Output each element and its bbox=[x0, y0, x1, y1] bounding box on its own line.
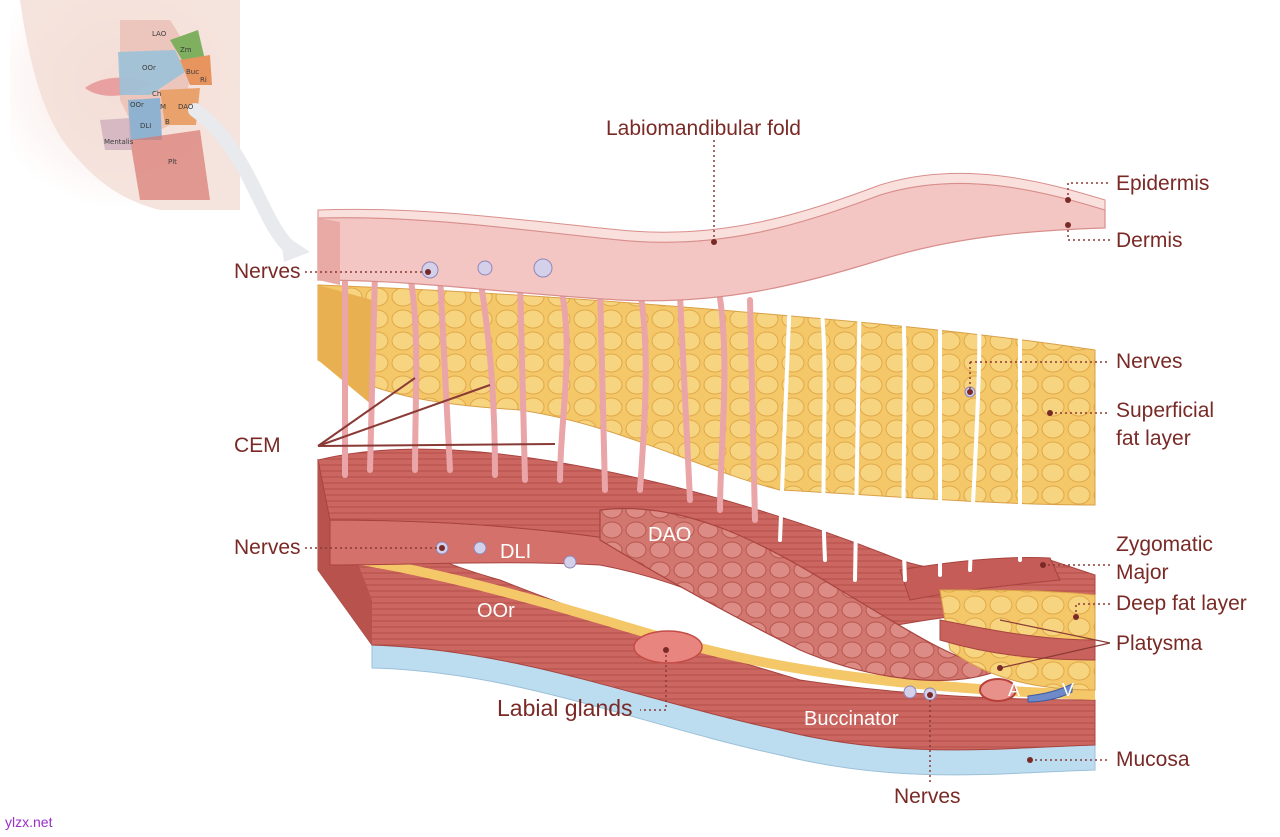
inner-label-artery: A bbox=[1008, 680, 1021, 700]
leader-lines bbox=[305, 140, 1110, 785]
leader-dots bbox=[425, 197, 1079, 763]
inset-buc-region bbox=[180, 55, 212, 85]
inset-label-dao: DAO bbox=[178, 103, 194, 111]
inset-mentalis-region bbox=[100, 118, 132, 150]
inset-label-b: B bbox=[165, 118, 170, 126]
cem-leaders bbox=[317, 377, 556, 447]
inset-dao-region bbox=[160, 88, 200, 125]
inset-label-lao: LAO bbox=[152, 30, 167, 38]
inset-arrow bbox=[188, 103, 297, 255]
label-zygomatic-line2: Major bbox=[1116, 561, 1169, 584]
inner-label-dao: DAO bbox=[648, 524, 692, 546]
inset-label-mentalis: Mentalis bbox=[104, 138, 134, 146]
label-cem: CEM bbox=[234, 434, 281, 457]
cem-fibers bbox=[342, 267, 758, 523]
inner-label-dli: DLI bbox=[500, 541, 532, 563]
label-zygomatic-line1: Zygomatic bbox=[1116, 533, 1213, 556]
label-nerves-right: Nerves bbox=[1116, 350, 1183, 373]
inset-plt-region bbox=[130, 130, 210, 200]
inset-zm-region bbox=[170, 30, 205, 65]
label-superficial-fat-line2: fat layer bbox=[1116, 427, 1191, 450]
label-platysma: Platysma bbox=[1116, 632, 1203, 655]
inner-label-vein: V bbox=[1062, 680, 1075, 700]
inset-label-plt: Plt bbox=[168, 158, 177, 166]
labial-glands bbox=[633, 630, 703, 664]
inset-label-oor-upper: OOr bbox=[142, 64, 156, 72]
label-mucosa: Mucosa bbox=[1116, 748, 1190, 771]
label-labiomandibular-fold: Labiomandibular fold bbox=[606, 117, 801, 140]
inset-face bbox=[10, 0, 240, 210]
oor-muscle-block bbox=[317, 458, 1096, 751]
inset-label-oor-lower: OOr bbox=[130, 101, 144, 109]
vein-vessel bbox=[1027, 683, 1073, 703]
label-labial-glands: Labial glands bbox=[497, 695, 633, 721]
label-nerves-mid-left: Nerves bbox=[234, 536, 301, 559]
label-deep-fat-layer: Deep fat layer bbox=[1116, 592, 1247, 615]
inset-label-ch: Ch bbox=[152, 90, 162, 98]
platysma-leaders bbox=[999, 619, 1111, 669]
superficial-fat-layer bbox=[317, 284, 1096, 506]
inner-label-buccinator: Buccinator bbox=[804, 708, 899, 730]
label-superficial-fat-line1: Superficial bbox=[1116, 399, 1215, 422]
nerve-bundles-dermis bbox=[421, 258, 976, 398]
artery-vessel bbox=[979, 678, 1017, 702]
inset-label-dli: DLI bbox=[140, 122, 152, 130]
deep-fat-strip bbox=[330, 550, 1095, 700]
platysma-muscle bbox=[939, 619, 1096, 661]
inner-label-oor: OOr bbox=[477, 600, 515, 622]
epidermis-layer bbox=[317, 172, 1106, 243]
inset-dli-region bbox=[128, 98, 162, 140]
label-epidermis: Epidermis bbox=[1116, 172, 1210, 195]
inset-label-m: M bbox=[160, 103, 167, 111]
label-nerves-bottom: Nerves bbox=[894, 785, 961, 808]
label-nerves-top-left: Nerves bbox=[234, 260, 301, 283]
watermark: ylzx.net bbox=[5, 814, 53, 830]
inset-label-ri: Ri bbox=[200, 76, 207, 84]
inset-label-zm: Zm bbox=[180, 46, 192, 54]
nerve-bundles-deep bbox=[435, 541, 937, 701]
white-septa bbox=[778, 238, 1022, 582]
label-dermis: Dermis bbox=[1116, 229, 1183, 252]
inset-label-buc: Buc bbox=[186, 68, 200, 76]
inset-oor-region bbox=[118, 50, 185, 95]
